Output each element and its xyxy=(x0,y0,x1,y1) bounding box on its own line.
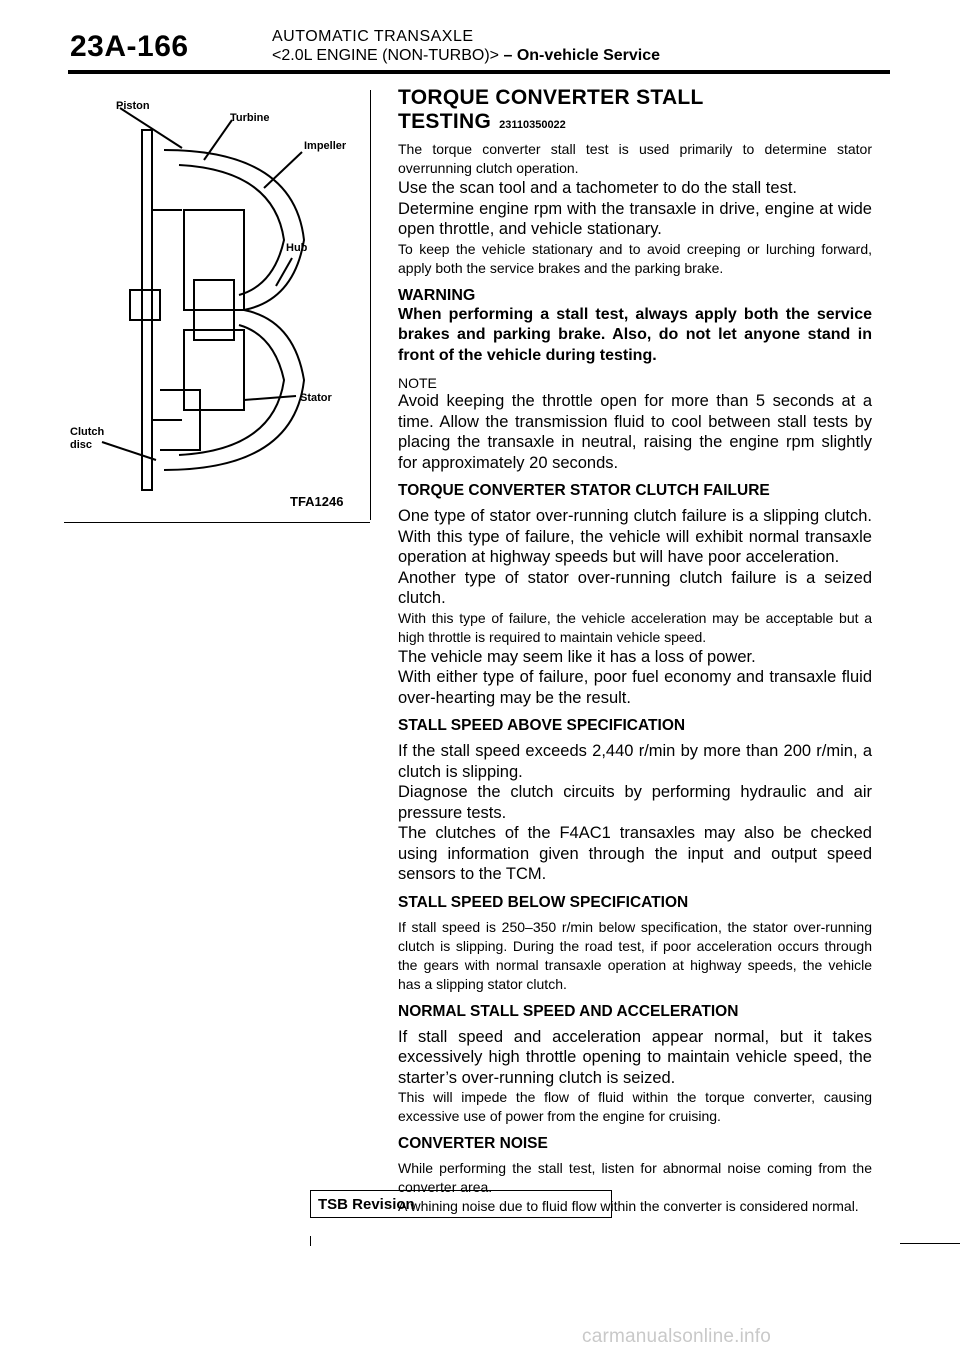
label-piston: Piston xyxy=(116,100,150,112)
stall-test-conditions: Determine engine rpm with the transaxle … xyxy=(398,199,872,239)
converter-noise-p1: While performing the stall test, listen … xyxy=(398,1160,872,1195)
stall-test-brakes: To keep the vehicle stationary and to av… xyxy=(398,240,872,276)
stall-test-tools: Use the scan tool and a tachometer to do… xyxy=(398,179,797,197)
stall-test-intro: The torque converter stall test is used … xyxy=(398,141,872,176)
warning-heading: WARNING xyxy=(398,286,476,304)
watermark: carmanualsonline.info xyxy=(582,1326,772,1347)
subsection-line: <2.0L ENGINE (NON-TURBO)> – On-vehicle S… xyxy=(272,47,660,65)
stall-testing-code: 23110350022 xyxy=(499,119,566,131)
header-rule xyxy=(68,70,890,74)
stator-failure-p1: One type of stator over-running clutch f… xyxy=(398,507,872,566)
converter-noise-heading: CONVERTER NOISE xyxy=(398,1135,548,1152)
warning-text: When performing a stall test, always app… xyxy=(398,305,872,364)
corner-mark xyxy=(900,1243,960,1244)
normal-stall-p2: This will impede the flow of fluid withi… xyxy=(398,1089,872,1124)
below-spec-p1: If stall speed is 250–350 r/min below sp… xyxy=(398,918,872,992)
note-heading: NOTE xyxy=(398,375,437,391)
section-title: AUTOMATIC TRANSAXLE xyxy=(272,28,474,45)
normal-stall-p1: If stall speed and acceleration appear n… xyxy=(398,1027,872,1087)
note-text: Avoid keeping the throttle open for more… xyxy=(398,392,872,472)
above-spec-p3: The clutches of the F4AC1 transaxles may… xyxy=(398,824,872,883)
above-spec-p2: Diagnose the clutch circuits by performi… xyxy=(398,783,872,822)
torque-converter-figure: Piston Turbine Impeller Hub Stator Clutc… xyxy=(64,90,371,520)
tsb-revision-label: TSB Revision xyxy=(318,1196,415,1213)
label-hub: Hub xyxy=(286,242,308,254)
tsb-tick xyxy=(310,1236,311,1246)
label-turbine: Turbine xyxy=(230,112,270,124)
engine-label: <2.0L ENGINE (NON-TURBO)> xyxy=(272,47,500,64)
figure-rule xyxy=(64,522,370,523)
label-clutch-disc: Clutch disc xyxy=(70,426,105,451)
stator-failure-p2: Another type of stator over-running clut… xyxy=(398,568,872,608)
stator-failure-heading: TORQUE CONVERTER STATOR CLUTCH FAILURE xyxy=(398,482,770,499)
above-spec-p1: If the stall speed exceeds 2,440 r/min b… xyxy=(398,742,872,781)
figure-code: TFA1246 xyxy=(290,494,344,509)
subsection-label: – On-vehicle Service xyxy=(503,47,660,64)
torque-converter-drawing xyxy=(101,107,306,491)
below-spec-heading: STALL SPEED BELOW SPECIFICATION xyxy=(398,893,689,911)
page-number: 23A-166 xyxy=(70,30,189,63)
tsb-revision-box: TSB Revision xyxy=(310,1190,612,1218)
label-stator: Stator xyxy=(300,392,332,404)
converter-noise-p2: A whining noise due to fluid flow within… xyxy=(398,1198,859,1214)
stator-failure-p5: With either type of failure, poor fuel e… xyxy=(398,668,872,707)
above-spec-heading: STALL SPEED ABOVE SPECIFICATION xyxy=(398,717,686,734)
stator-failure-p3: With this type of failure, the vehicle a… xyxy=(398,609,872,645)
normal-stall-heading: NORMAL STALL SPEED AND ACCELERATION xyxy=(398,1002,739,1020)
label-impeller: Impeller xyxy=(304,140,347,152)
stall-testing-title: TORQUE CONVERTER STALL TESTING xyxy=(398,86,704,133)
stator-failure-p4: The vehicle may seem like it has a loss … xyxy=(398,647,756,666)
